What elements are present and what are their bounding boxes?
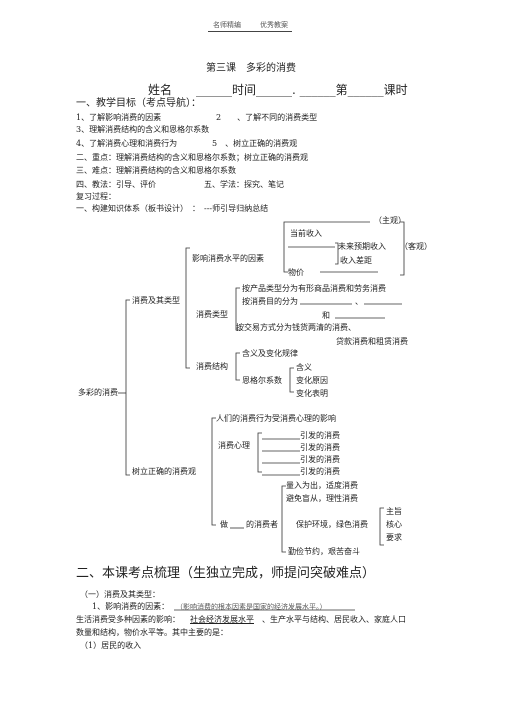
- objective-label: （客观）: [400, 242, 432, 251]
- tree-branch-1: 消费及其类型: [132, 296, 180, 305]
- focus-line: 二、重点：理解消费结构的含义和恩格尔系数；树立正确的消费观: [76, 153, 308, 162]
- psych-1: 引发的消费: [300, 431, 340, 440]
- header-right: 优秀教案: [260, 21, 288, 29]
- s2-item-a: （1）居民的收入: [80, 641, 142, 650]
- loan-rent: 贷款消费和租赁消费: [336, 337, 408, 346]
- section-2-heading: 二、本课考点梳理（生独立完成，师提问突破难点）: [76, 566, 376, 581]
- s2-body-2: 数量和结构，物价水平等。其中主要的是：: [76, 628, 228, 637]
- s2-item-1-1-note: （影响消费的根本因素是国家的经济发展水平。）: [176, 603, 327, 611]
- current-income: 当前收入: [290, 229, 322, 238]
- price-label: 物价: [288, 268, 304, 277]
- goal-2: 2 、了解不同的消费类型: [216, 113, 318, 122]
- engel-meaning: 含义: [296, 363, 312, 372]
- goals-heading: 一、教学目标（考点导航）：: [76, 98, 201, 109]
- thrift-label: 勤俭节约，艰苦奋斗: [288, 547, 360, 556]
- s2-body-1-underline: 社会经济发展水平: [190, 615, 254, 624]
- rational-label: 量入为出，适度消费: [286, 481, 358, 490]
- s2-item-1: （一）消费及其类型：: [80, 590, 160, 599]
- goal-3: 3、理解消费结构的含义和恩格尔系数: [76, 125, 210, 134]
- income-gap: 收入差距: [340, 256, 372, 265]
- and-label: 和: [322, 311, 330, 320]
- b1-bracket: [185, 247, 190, 369]
- by-trade: 按交易方式分为钱货两清的消费、: [236, 323, 356, 332]
- psych-4: 引发的消费: [300, 467, 340, 476]
- difficulty-line: 三、难点：理解消费结构的含义和恩格尔系数: [76, 166, 236, 175]
- green-req: 要求: [386, 533, 402, 542]
- be-label: 做: [220, 520, 228, 529]
- goal-4: 4、了解消费心理和消费行为: [76, 139, 178, 148]
- learn-method: 五、学法：探究、笔记: [204, 180, 284, 189]
- page-title: 第三课 多彩的消费: [206, 63, 296, 74]
- factors-label: 影响消费水平的因素: [192, 254, 264, 263]
- meaning-trend: 含义及变化规律: [242, 349, 298, 358]
- types-label: 消费类型: [196, 310, 228, 319]
- s2-body-1: 生活消费受多种因素的影响：: [76, 615, 180, 624]
- consumer-label: 的消费者: [246, 520, 278, 529]
- by-purpose: 按消费目的分为: [242, 297, 298, 306]
- green-main: 主旨: [386, 507, 402, 516]
- subjective-label: （主观）: [374, 216, 406, 225]
- psych-2: 引发的消费: [300, 443, 340, 452]
- future-income: 未来预期收入: [338, 242, 386, 251]
- tree-branch-2: 树立正确的消费观: [132, 467, 196, 476]
- process-label: 复习过程：: [76, 192, 116, 201]
- engel-show: 变化表明: [296, 389, 328, 398]
- root-bracket: [125, 299, 130, 476]
- goal-1: 1、了解影响消费的因素: [76, 113, 162, 122]
- influence-label: 人们的消费行为受消费心理的影响: [216, 414, 336, 423]
- green-label: 保护环境，绿色消费: [296, 520, 368, 529]
- framework-heading: 一、构建知识体系（板书设计） ： ---师引导归纳总结: [76, 204, 269, 213]
- header-left: 名师精编: [213, 21, 241, 29]
- s2-body-1-rest: 、生产水平与结构、居民收入、家庭人口: [262, 615, 406, 624]
- tree-root: 多彩的消费: [78, 388, 118, 397]
- by-object: 按产品类型分为有形商品消费和劳务消费: [242, 284, 386, 293]
- structure-label: 消费结构: [196, 362, 228, 371]
- b2-bracket: [211, 417, 216, 526]
- engel-reason: 变化原因: [296, 376, 328, 385]
- avoid-label: 避免盲从，理性消费: [286, 494, 358, 503]
- header-rule: [208, 31, 292, 32]
- psych-3: 引发的消费: [300, 455, 340, 464]
- green-core: 核心: [386, 520, 402, 529]
- pause-mark: 、: [355, 297, 363, 306]
- engel-label: 恩格尔系数: [242, 376, 282, 385]
- psychology-label: 消费心理: [218, 441, 250, 450]
- goal-5: 5 、树立正确的消费观: [212, 139, 298, 148]
- name-line: 姓名 ______时间______. ______第______课时: [148, 83, 408, 97]
- teach-method: 四、教法：引导、评价: [76, 180, 156, 189]
- s2-item-1-1: 1、影响消费的因素：: [92, 602, 170, 611]
